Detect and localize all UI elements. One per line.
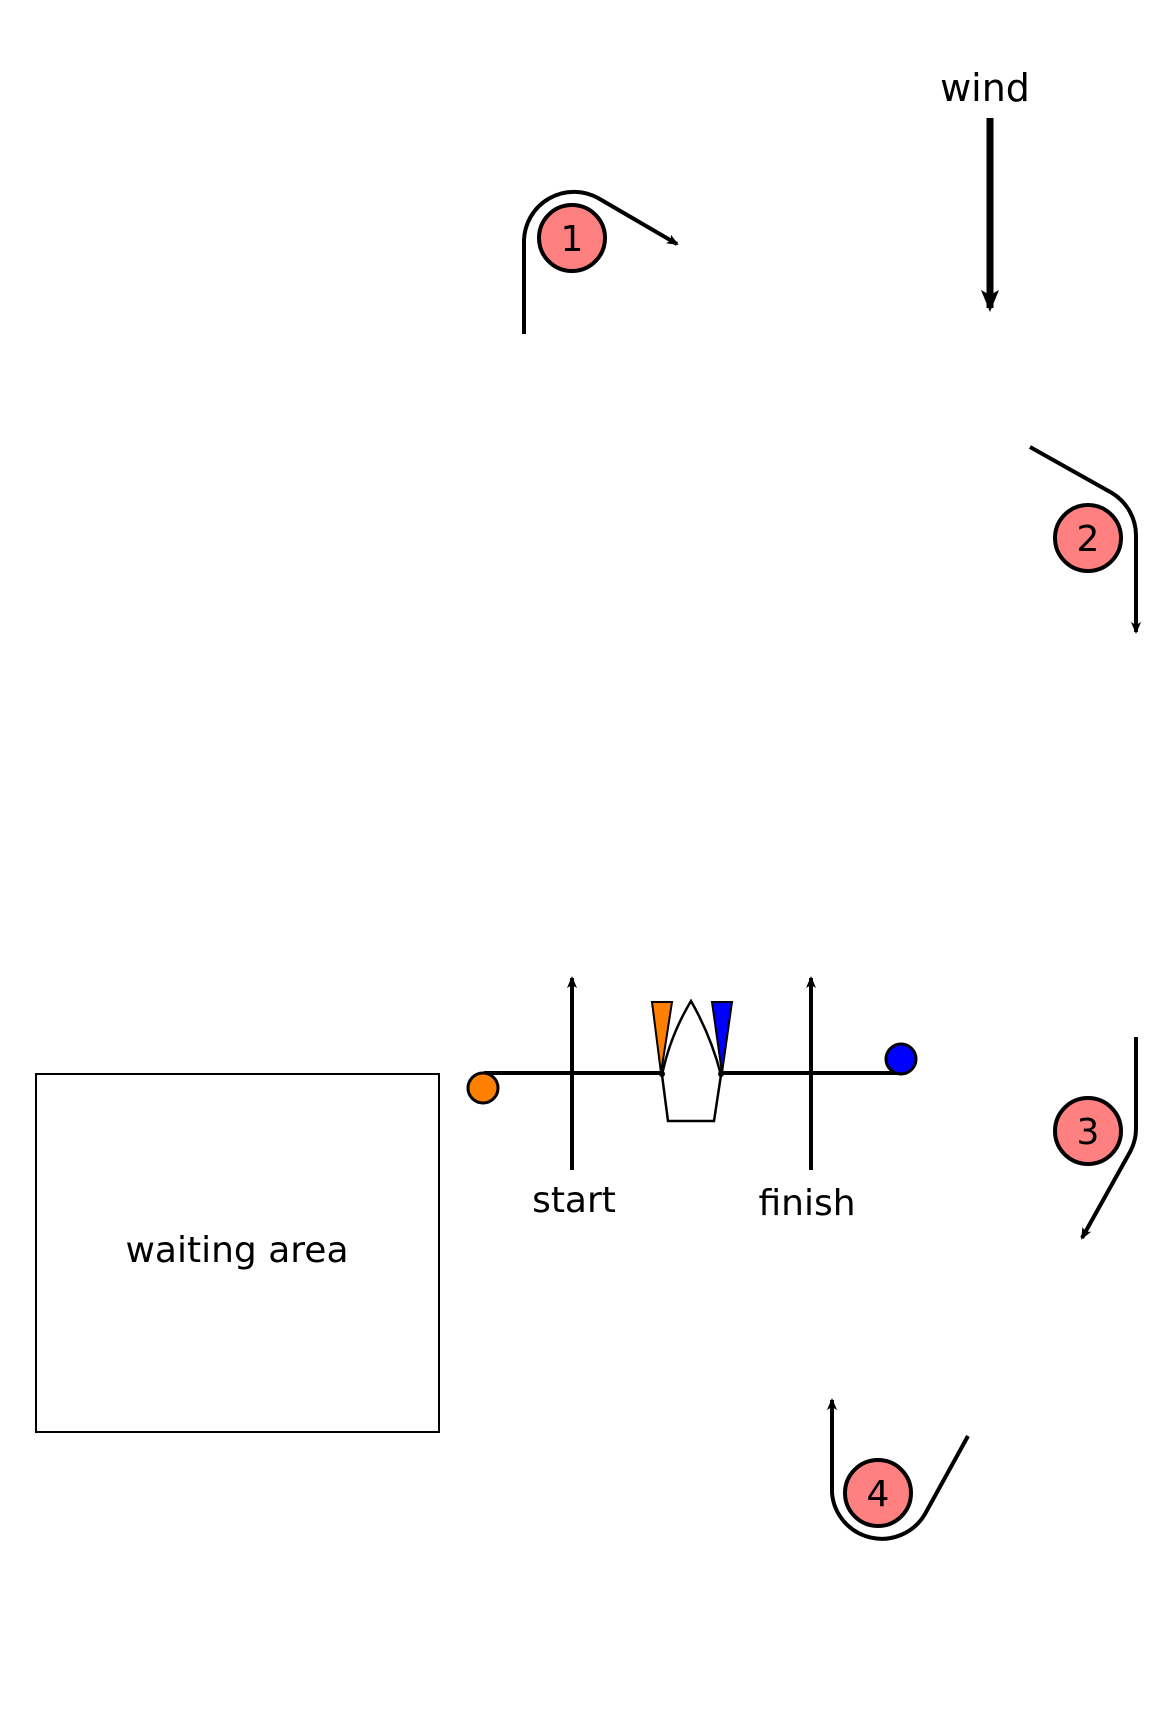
finish-buoy: [884, 1042, 918, 1076]
committee-boat-hull: [660, 998, 723, 1123]
mark-2-buoy: [1053, 503, 1123, 573]
finish-flag: [710, 1001, 734, 1074]
start-buoy: [466, 1071, 500, 1105]
waiting-area: waiting area: [35, 1073, 440, 1433]
mark-1-number: 1: [561, 219, 584, 260]
mark-3-rounding-path: [1080, 1037, 1139, 1240]
mark-3-buoy: [1053, 1096, 1123, 1166]
committee-boat: [650, 998, 734, 1123]
mark-2-group: 2: [1029, 445, 1141, 634]
mark-1-buoy: [537, 203, 607, 273]
finish-label: finish: [758, 1183, 855, 1224]
start-label: start: [532, 1180, 616, 1221]
mark-1-group: 1: [522, 189, 679, 334]
boat-port-point: [659, 1071, 665, 1077]
mark-4-group: 4: [827, 1398, 970, 1541]
wind-label: wind: [940, 66, 1030, 110]
mark-2-rounding-path: [1029, 445, 1141, 634]
wind-indicator: wind: [940, 66, 1030, 312]
boat-starboard-point: [718, 1071, 724, 1077]
mark-2-number: 2: [1077, 519, 1100, 560]
mark-4-buoy: [843, 1458, 913, 1528]
mark-1-rounding-path: [522, 189, 679, 334]
mark-4-number: 4: [867, 1474, 890, 1515]
waiting-area-box: [35, 1073, 440, 1433]
mark-4-rounding-path: [827, 1398, 970, 1541]
start-flag: [650, 1001, 674, 1074]
mark-3-number: 3: [1077, 1112, 1100, 1153]
waiting-area-label: waiting area: [125, 1230, 348, 1271]
mark-3-group: 3: [1053, 1037, 1139, 1240]
